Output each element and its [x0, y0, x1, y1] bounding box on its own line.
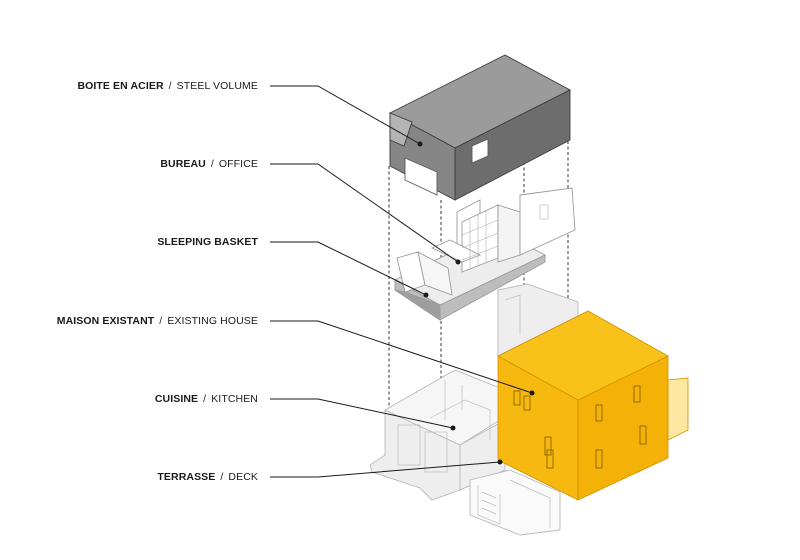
leader-lines	[270, 85, 533, 478]
label-separator: /	[203, 393, 207, 405]
yellow-house	[497, 310, 689, 501]
label-office: BUREAU / OFFICE	[0, 158, 258, 170]
office-shelf-grid	[461, 204, 549, 268]
leader-dot	[417, 141, 423, 147]
deck-step	[481, 491, 497, 499]
house-balcony	[667, 377, 689, 441]
shelf-line	[461, 232, 499, 249]
basket-inner	[417, 251, 453, 296]
leader-sleeping-basket	[270, 241, 427, 296]
deck-rail	[509, 479, 551, 528]
label-separator: /	[220, 471, 224, 483]
kitchen-window	[424, 431, 448, 473]
label-sleeping-basket: SLEEPING BASKET	[0, 236, 258, 248]
leader-dot	[497, 459, 503, 465]
existing-house-shell	[369, 283, 579, 536]
house-rear-detail	[504, 294, 521, 335]
deck-step	[481, 499, 497, 507]
leader-deck	[270, 461, 501, 478]
kitchen-window	[397, 424, 421, 466]
basket-front	[394, 289, 441, 321]
house-window	[639, 425, 647, 445]
house-window	[595, 449, 603, 469]
tower-window	[539, 204, 549, 220]
label-separator: /	[210, 158, 214, 170]
label-fr: SLEEPING BASKET	[157, 236, 258, 248]
label-fr: BOITE EN ACIER	[77, 80, 164, 92]
house-window	[544, 436, 552, 456]
office-wall-right	[497, 204, 521, 263]
label-en: EXISTING HOUSE	[167, 315, 258, 327]
label-deck: TERRASSE / DECK	[0, 471, 258, 483]
label-en: DECK	[228, 471, 258, 483]
leader-dot	[455, 259, 461, 265]
house-rear-volume	[497, 283, 579, 357]
steel-opening-large	[404, 157, 438, 196]
label-separator: /	[159, 315, 163, 327]
leader-dot	[529, 390, 535, 396]
leader-existing-house	[270, 320, 533, 394]
steel-volume	[389, 54, 571, 201]
house-windows	[513, 385, 647, 469]
label-fr: CUISINE	[154, 393, 199, 405]
shelf-line	[461, 245, 499, 261]
house-window	[513, 390, 521, 406]
steel-opening-small	[471, 138, 489, 164]
label-steel-volume: BOITE EN ACIER / STEEL VOLUME	[0, 80, 258, 92]
deck-stair	[477, 485, 501, 525]
label-fr: MAISON EXISTANT	[56, 315, 155, 327]
shelf-line	[461, 219, 499, 236]
leader-steel-volume	[270, 85, 421, 145]
label-en: KITCHEN	[211, 393, 258, 405]
house-window	[546, 449, 554, 469]
office-tower	[519, 187, 576, 256]
label-separator: /	[168, 80, 172, 92]
house-window	[633, 385, 641, 403]
house-top-face	[497, 310, 669, 401]
label-en: STEEL VOLUME	[176, 80, 258, 92]
kitchen-counter	[429, 399, 491, 440]
kitchen-details	[397, 294, 551, 528]
label-fr: BUREAU	[160, 158, 206, 170]
leader-dot	[423, 292, 429, 298]
leader-office	[270, 163, 459, 263]
label-existing-house: MAISON EXISTANT / EXISTING HOUSE	[0, 315, 258, 327]
label-en: OFFICE	[218, 158, 258, 170]
house-window	[595, 404, 603, 422]
deck-platform	[469, 469, 561, 536]
label-fr: TERRASSE	[157, 471, 216, 483]
steel-chamfer	[389, 112, 413, 147]
deck-step	[481, 507, 497, 515]
leader-kitchen	[270, 398, 454, 429]
leader-dot	[450, 425, 456, 431]
leader-dots	[417, 141, 535, 465]
house-window	[523, 395, 531, 411]
label-kitchen: CUISINE / KITCHEN	[0, 393, 258, 405]
